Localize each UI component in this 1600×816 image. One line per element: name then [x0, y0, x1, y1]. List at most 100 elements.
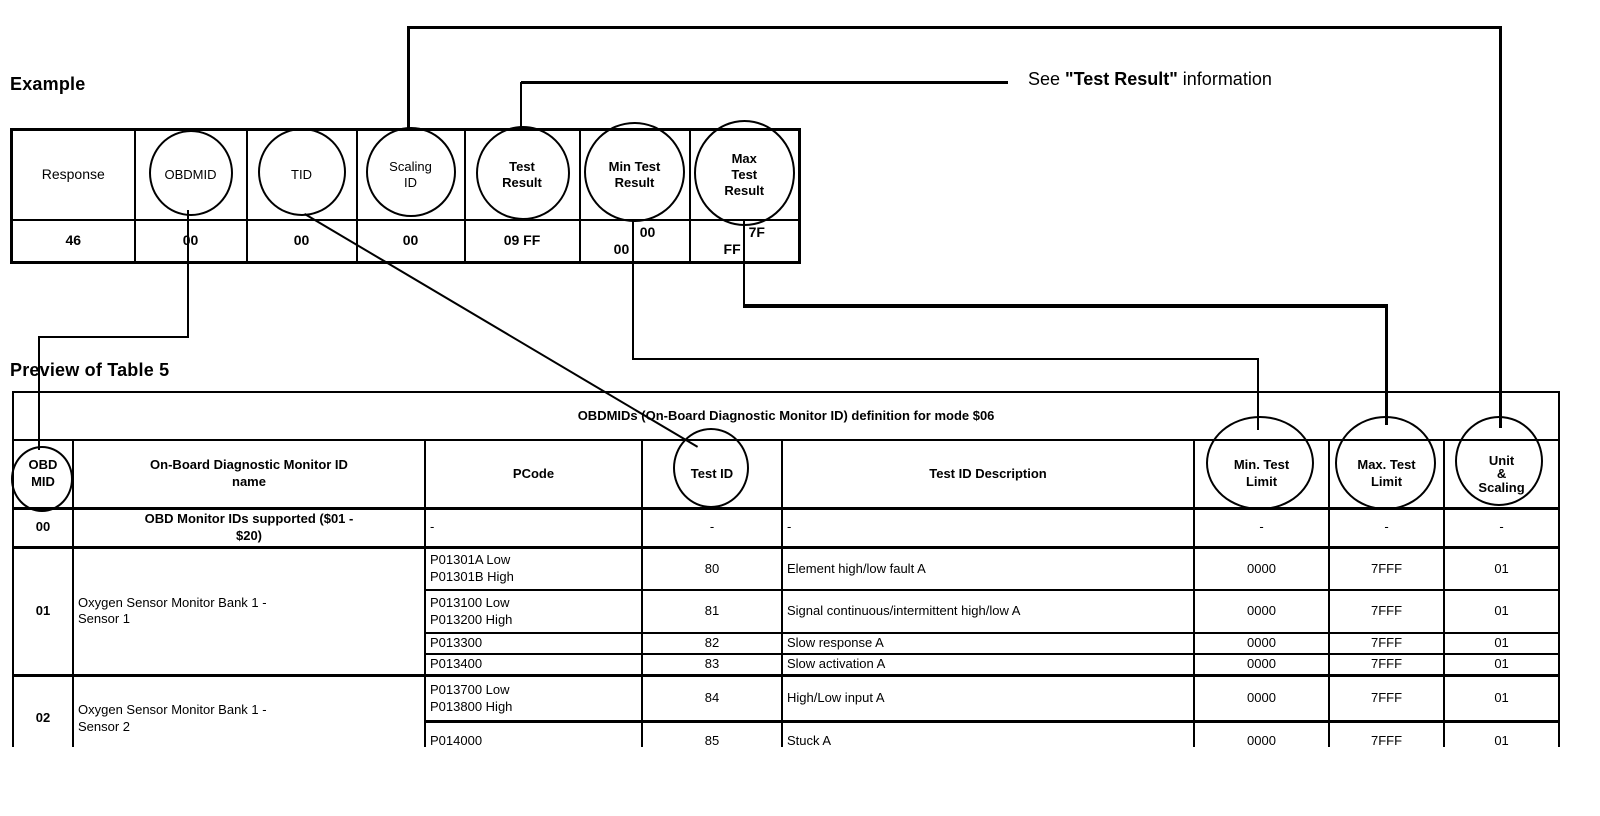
note-bold: "Test Result"	[1065, 69, 1178, 89]
cell-test-id: 80	[641, 545, 783, 592]
cell-test-id: 82	[641, 632, 783, 656]
connector-min-across	[632, 358, 1259, 360]
cell-test-id: 84	[641, 674, 783, 723]
val-min-test-result: 00 00	[578, 219, 691, 264]
cell-pcode: P014000	[424, 720, 643, 747]
cell-unit: 01	[1442, 653, 1560, 677]
connector-scaling-top	[407, 26, 1502, 29]
cell-max: 7FFF	[1328, 632, 1445, 656]
connector-testresult-note	[521, 81, 1008, 84]
preview-heading: Preview of Table 5	[10, 360, 170, 380]
cell-unit: 01	[1442, 545, 1560, 592]
cell-mid: 02	[12, 674, 74, 747]
cell-max: 7FFF	[1328, 674, 1445, 723]
cell-test-id: 83	[641, 653, 783, 677]
cell-min: 0000	[1193, 632, 1330, 656]
example-header-row: Response OBDMID TID Scaling ID Test Resu…	[10, 128, 801, 221]
th-unit-scaling: Unit & Scaling	[1442, 439, 1560, 510]
cell-max: -	[1328, 507, 1445, 549]
cell-pcode: P013400	[424, 653, 643, 677]
th-pcode: PCode	[424, 439, 643, 510]
note-suffix: information	[1177, 69, 1272, 89]
cell-unit: 01	[1442, 632, 1560, 656]
cell-min: 0000	[1193, 674, 1330, 723]
cell-pcode: -	[424, 507, 643, 549]
max-byte-2: FF	[723, 241, 741, 257]
cell-description: Slow response A	[781, 632, 1195, 656]
cell-pcode: P01301A Low P01301B High	[424, 545, 643, 592]
table5-preview: OBDMIDs (On-Board Diagnostic Monitor ID)…	[12, 391, 1560, 747]
table-row: 00 OBD Monitor IDs supported ($01 - $20)…	[12, 507, 1560, 549]
cell-min: 0000	[1193, 589, 1330, 635]
col-min-test-result: Min Test Result	[578, 128, 691, 221]
max-byte-1: 7F	[748, 223, 765, 240]
th-obd-mid: OBD MID	[12, 439, 74, 510]
cell-min: 0000	[1193, 545, 1330, 592]
example-heading: Example	[10, 74, 86, 94]
cell-pcode: P013100 Low P013200 High	[424, 589, 643, 635]
cell-min: 0000	[1193, 720, 1330, 747]
cell-description: High/Low input A	[781, 674, 1195, 723]
test-result-note: See "Test Result" information	[1028, 69, 1272, 90]
th-monitor-name: On-Board Diagnostic Monitor ID name	[72, 439, 426, 510]
table-row: P013100 Low P013200 High 81 Signal conti…	[13, 589, 1560, 635]
cell-min: 0000	[1193, 653, 1330, 677]
val-obdmid: 00	[133, 219, 248, 264]
cell-name: Oxygen Sensor Monitor Bank 1 - Sensor 2	[72, 674, 426, 747]
cell-pcode: P013300	[424, 632, 643, 656]
cell-unit: 01	[1442, 589, 1560, 635]
min-byte-1: 00	[639, 223, 656, 240]
th-test-id-description: Test ID Description	[781, 439, 1195, 510]
table-row: P014000 85 Stuck A 0000 7FFF 01	[13, 720, 1560, 747]
cell-mid: 00	[12, 507, 74, 549]
val-response: 46	[10, 219, 136, 264]
connector-max-across	[743, 304, 1388, 308]
connector-obdmid-left	[38, 336, 189, 338]
example-response-table: Response OBDMID TID Scaling ID Test Resu…	[10, 128, 801, 264]
cell-min: -	[1193, 507, 1330, 549]
connector-scaling-down	[1499, 26, 1502, 428]
cell-mid: 01	[12, 545, 74, 677]
val-max-test-result: 7F FF	[688, 219, 801, 264]
cell-test-id: 81	[641, 589, 783, 635]
cell-description: -	[781, 507, 1195, 549]
cell-pcode: P013700 Low P013800 High	[424, 674, 643, 723]
col-response: Response	[10, 128, 136, 221]
cell-test-id: -	[641, 507, 783, 549]
connector-testresult-up	[520, 82, 522, 128]
col-tid: TID	[245, 128, 358, 221]
connector-scaling-up	[407, 26, 410, 129]
col-test-result: Test Result	[463, 128, 581, 221]
cell-description: Element high/low fault A	[781, 545, 1195, 592]
cell-name: Oxygen Sensor Monitor Bank 1 - Sensor 1	[72, 545, 426, 677]
th-test-id: Test ID	[641, 439, 783, 510]
cell-name: OBD Monitor IDs supported ($01 - $20)	[72, 507, 426, 549]
table-row: P013400 83 Slow activation A 0000 7FFF 0…	[13, 653, 1560, 677]
col-scaling-id: Scaling ID	[355, 128, 466, 221]
cell-max: 7FFF	[1328, 589, 1445, 635]
cell-description: Signal continuous/intermittent high/low …	[781, 589, 1195, 635]
min-byte-2: 00	[613, 241, 630, 257]
example-values-row: 46 00 00 00 09 FF 0000 7FFF	[10, 219, 801, 264]
cell-unit: 01	[1442, 674, 1560, 723]
th-max-test-limit: Max. Test Limit	[1328, 439, 1445, 510]
col-max-test-result: Max Test Result	[688, 128, 801, 221]
cell-max: 7FFF	[1328, 545, 1445, 592]
val-scaling-id: 00	[355, 219, 466, 264]
cell-unit: -	[1442, 507, 1560, 549]
th-min-test-limit: Min. Test Limit	[1193, 439, 1330, 510]
cell-description: Slow activation A	[781, 653, 1195, 677]
val-test-result: 09 FF	[463, 219, 581, 264]
table5-title: OBDMIDs (On-Board Diagnostic Monitor ID)…	[12, 391, 1560, 441]
cell-unit: 01	[1442, 720, 1560, 747]
cell-max: 7FFF	[1328, 720, 1445, 747]
table-row: 01 Oxygen Sensor Monitor Bank 1 - Sensor…	[12, 545, 1560, 677]
table-row: 02 Oxygen Sensor Monitor Bank 1 - Sensor…	[12, 674, 1560, 747]
cell-description: Stuck A	[781, 720, 1195, 747]
table-row: P013300 82 Slow response A 0000 7FFF 01	[13, 632, 1560, 656]
val-tid: 00	[245, 219, 358, 264]
table5-header-row: OBD MID On-Board Diagnostic Monitor ID n…	[12, 439, 1560, 510]
col-obdmid: OBDMID	[133, 128, 248, 221]
note-prefix: See	[1028, 69, 1066, 89]
